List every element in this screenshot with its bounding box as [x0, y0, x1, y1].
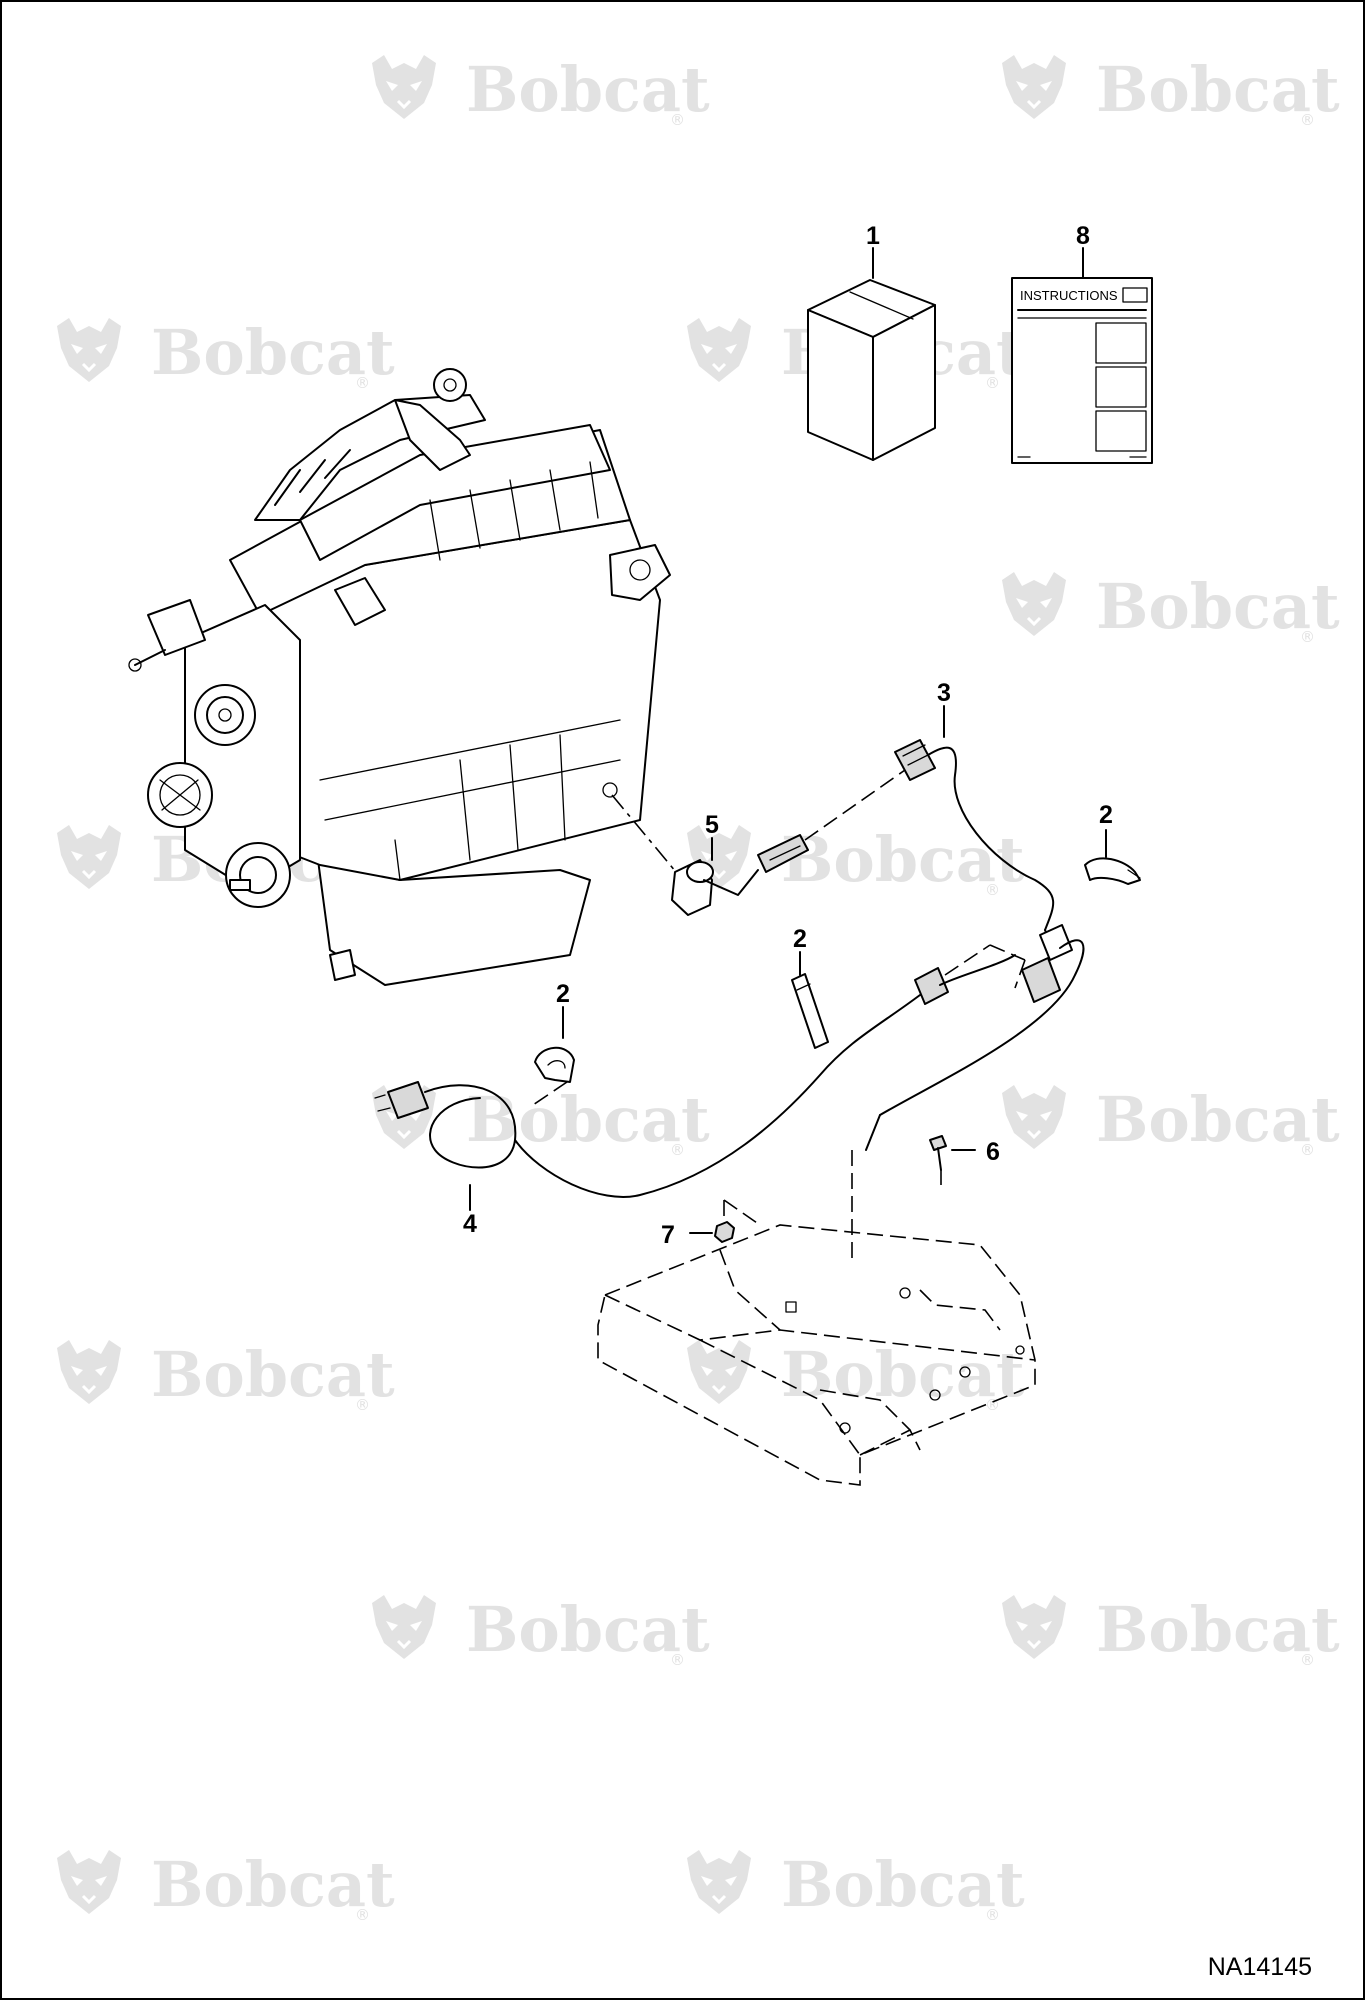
watermark-registered: ® [670, 1651, 685, 1669]
watermark-text: Bobcat [781, 823, 1025, 896]
watermark-registered: ® [985, 1396, 1000, 1414]
watermark-registered: ® [670, 111, 685, 129]
watermark-registered: ® [985, 374, 1000, 392]
watermark-registered: ® [1300, 1141, 1315, 1159]
callout-3: 3 [937, 679, 951, 707]
callout-2-left: 2 [556, 980, 570, 1008]
watermark-text: Bobcat [466, 1593, 710, 1666]
watermark-registered: ® [355, 374, 370, 392]
watermark-text: Bobcat [151, 316, 395, 389]
watermark-logo: Bobcat® [55, 1338, 395, 1414]
part-instructions-sheet: INSTRUCTIONS [1011, 277, 1153, 464]
engine-illustration [128, 368, 671, 986]
watermark-text: Bobcat [1096, 570, 1340, 643]
watermark-logo: Bobcat® [55, 1848, 395, 1924]
watermark-logo: Bobcat® [370, 1083, 710, 1159]
callout-8: 8 [1076, 222, 1090, 250]
watermark-registered: ® [985, 1906, 1000, 1924]
watermark-text: Bobcat [1096, 1083, 1340, 1156]
watermark-text: Bobcat [781, 1848, 1025, 1921]
watermark-registered: ® [1300, 1651, 1315, 1669]
watermark-text: Bobcat [1096, 1593, 1340, 1666]
watermark-registered: ® [670, 1141, 685, 1159]
watermark-logo: Bobcat® [370, 53, 710, 129]
assembly-line [529, 1081, 568, 1108]
watermark-text: Bobcat [1096, 53, 1340, 126]
watermark-registered: ® [985, 881, 1000, 899]
part-screw [929, 1135, 947, 1171]
watermark-logo: Bobcat® [1000, 53, 1340, 129]
callout-2-right: 2 [1099, 801, 1113, 829]
watermark-registered: ® [1300, 628, 1315, 646]
part-cable-tie-mid [791, 973, 829, 1049]
instructions-title: INSTRUCTIONS [1020, 288, 1118, 303]
mounting-plate-phantom [597, 1224, 1036, 1486]
part-nut [714, 1221, 735, 1243]
assembly-line [989, 944, 1026, 961]
watermark-text: Bobcat [466, 1083, 710, 1156]
watermark-logo: Bobcat® [1000, 1593, 1340, 1669]
watermark-text: Bobcat [151, 1848, 395, 1921]
assembly-line [804, 769, 906, 841]
part-box [807, 279, 936, 461]
watermark-logo: Bobcat® [370, 1593, 710, 1669]
watermark-logo: Bobcat® [685, 1848, 1025, 1924]
watermark-registered: ® [1300, 111, 1315, 129]
watermark-logo: Bobcat® [1000, 570, 1340, 646]
watermark-logo: Bobcat® [685, 1338, 1025, 1414]
watermark-logo: Bobcat® [1000, 1083, 1340, 1159]
watermark-text: Bobcat [466, 53, 710, 126]
callout-7: 7 [661, 1221, 675, 1249]
figure-id: NA14145 [1208, 1953, 1312, 1981]
assembly-line [611, 794, 677, 873]
assembly-line [723, 1199, 761, 1226]
callout-1: 1 [866, 222, 880, 250]
watermark-registered: ® [355, 1906, 370, 1924]
callout-6: 6 [986, 1138, 1000, 1166]
callout-4: 4 [463, 1210, 477, 1238]
assembly-line [944, 944, 991, 976]
assembly-line [1014, 959, 1026, 989]
part-cable-tie-right [1084, 857, 1141, 885]
watermark-logo: Bobcat® [55, 316, 395, 392]
part-harness-adapter [865, 739, 1085, 1151]
watermark-text: Bobcat [151, 1338, 395, 1411]
part-cable-tie-left [534, 1046, 575, 1083]
callout-2-mid: 2 [793, 925, 807, 953]
callout-5: 5 [705, 811, 719, 839]
part-main-harness [374, 954, 1016, 1198]
watermark-logo: Bobcat® [685, 823, 1025, 899]
watermark-text: Bobcat [781, 1338, 1025, 1411]
watermark-registered: ® [355, 1396, 370, 1414]
part-sensor [671, 834, 809, 916]
